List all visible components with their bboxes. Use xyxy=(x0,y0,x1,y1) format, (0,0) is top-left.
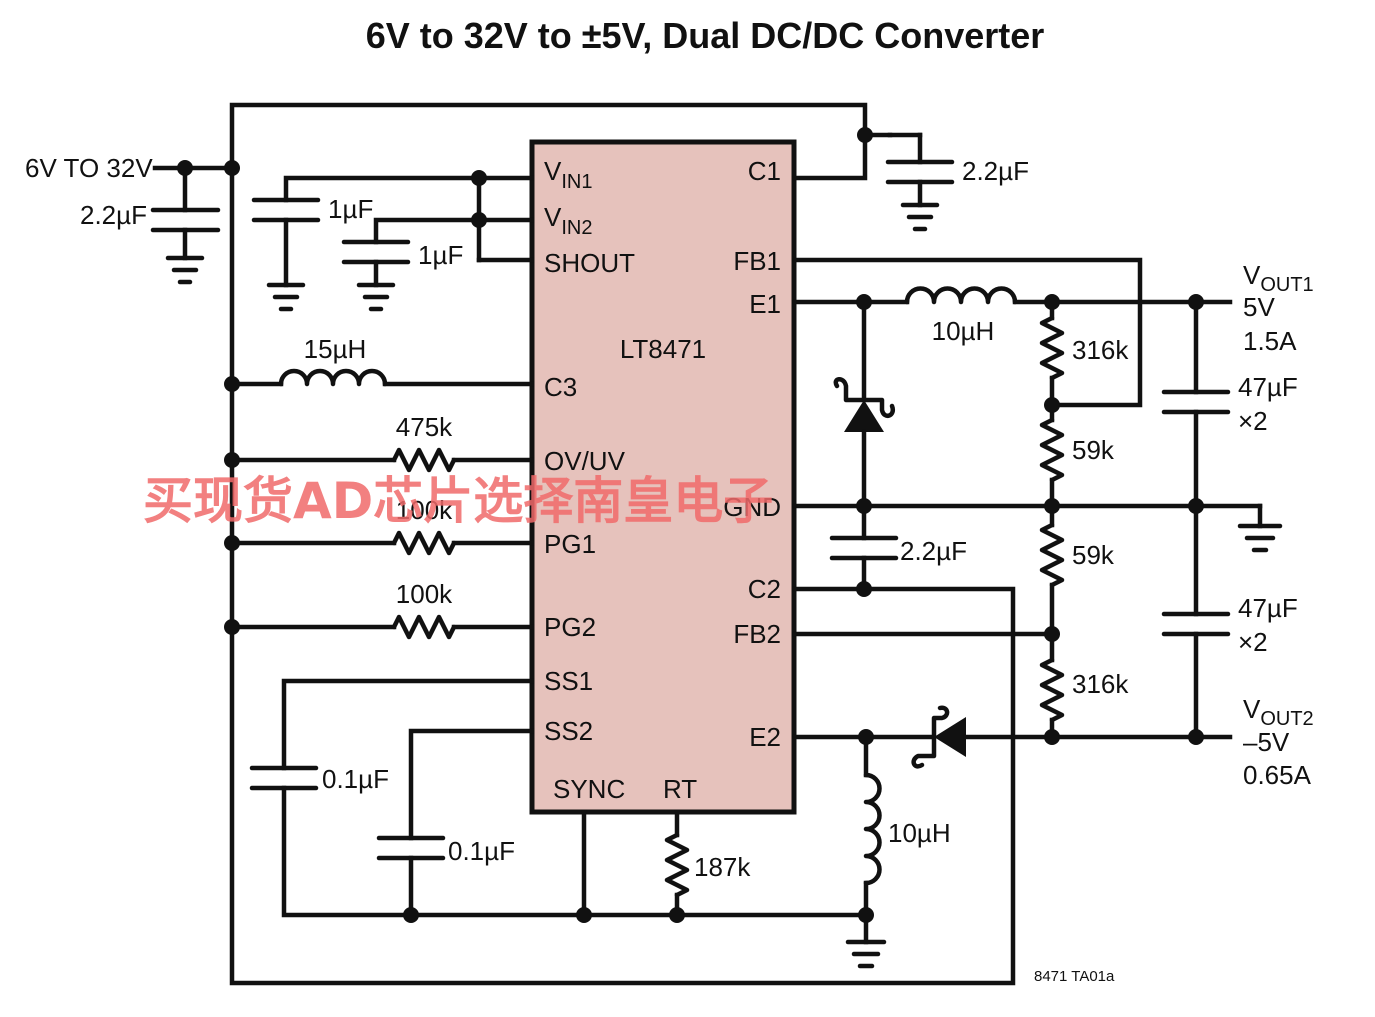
cap-out2 xyxy=(1161,611,1231,740)
watermark-text: 买现货AD芯片选择南皇电子 xyxy=(143,472,773,530)
cap-out1-label: 47µF xyxy=(1238,372,1298,402)
pin-sync: SYNC xyxy=(553,774,625,804)
diagram-title: 6V to 32V to ±5V, Dual DC/DC Converter xyxy=(366,15,1045,56)
pin-vin2: VIN2 xyxy=(544,202,592,239)
ground-icon xyxy=(356,282,396,312)
pin-ss2: SS2 xyxy=(544,716,593,746)
schottky-diode-icon xyxy=(911,705,966,769)
inductor-e1-label: 10µH xyxy=(932,316,995,346)
input-cap-label: 2.2µF xyxy=(80,200,147,230)
ground-icon xyxy=(266,282,306,312)
ground-icon xyxy=(900,202,940,232)
cap-vin1-label: 1µF xyxy=(328,194,373,224)
cap-out1-mult: ×2 xyxy=(1238,406,1268,436)
resistor-fb1-bot-label: 59k xyxy=(1072,435,1115,465)
resistor-fb2-bot xyxy=(1039,657,1065,740)
cap-c1 xyxy=(885,132,955,208)
pin-e1: E1 xyxy=(749,289,781,319)
pin-gnd: GND xyxy=(723,492,781,522)
pin-ovuv: OV/UV xyxy=(544,446,626,476)
cap-vin2 xyxy=(341,239,411,288)
resistor-fb2-top-label: 59k xyxy=(1072,540,1115,570)
inductor-c3 xyxy=(229,368,535,387)
vout2-name: VOUT2 xyxy=(1243,694,1314,730)
cap-out1 xyxy=(1161,299,1231,617)
ground-icon xyxy=(165,255,205,285)
ic-name: LT8471 xyxy=(620,334,706,364)
vout2-voltage: –5V xyxy=(1243,727,1290,757)
pin-c3: C3 xyxy=(544,372,577,402)
cap-ss2 xyxy=(376,728,535,918)
pin-shout: SHOUT xyxy=(544,248,635,278)
inductor-e1 xyxy=(904,286,1018,305)
resistor-pg1-label: 100k xyxy=(396,495,453,525)
pin-fb1: FB1 xyxy=(733,246,781,276)
cap-c1-label: 2.2µF xyxy=(962,156,1029,186)
pin-ss1: SS1 xyxy=(544,666,593,696)
vout1-voltage: 5V xyxy=(1243,292,1275,322)
schottky-diode-icon xyxy=(833,299,896,541)
resistor-pg1 xyxy=(229,530,535,556)
pin-e2: E2 xyxy=(749,722,781,752)
resistor-ovuv xyxy=(229,447,535,473)
resistor-fb1-top-label: 316k xyxy=(1072,335,1129,365)
pin-c1: C1 xyxy=(748,156,781,186)
cap-ss1-label: 0.1µF xyxy=(322,764,389,794)
ic-body xyxy=(529,139,797,815)
fb1-wire xyxy=(792,257,1143,408)
cap-vin2-label: 1µF xyxy=(418,240,463,270)
inductor-e2-label: 10µH xyxy=(888,818,951,848)
pin-rt: RT xyxy=(663,774,697,804)
cap-out2-mult: ×2 xyxy=(1238,627,1268,657)
resistor-rt xyxy=(664,809,690,918)
ground-icon xyxy=(845,939,887,969)
resistor-pg2-label: 100k xyxy=(396,579,453,609)
resistor-rt-label: 187k xyxy=(694,852,751,882)
pin-fb2: FB2 xyxy=(733,619,781,649)
input-voltage-label: 6V TO 32V xyxy=(25,153,153,183)
pin-pg2: PG2 xyxy=(544,612,596,642)
resistor-pg2 xyxy=(229,614,535,640)
vout2-current: 0.65A xyxy=(1243,760,1312,790)
cap-vin1 xyxy=(251,197,321,288)
cap-out2-label: 47µF xyxy=(1238,593,1298,623)
resistor-fb2-bot-label: 316k xyxy=(1072,669,1129,699)
vout1-name: VOUT1 xyxy=(1243,260,1314,296)
ground-icon xyxy=(1237,503,1283,553)
resistor-ovuv-label: 475k xyxy=(396,412,453,442)
resistor-fb2-top xyxy=(1039,522,1065,663)
pin-vin1: VIN1 xyxy=(544,156,592,193)
cap-ss2-label: 0.1µF xyxy=(448,836,515,866)
inductor-c3-label: 15µH xyxy=(304,334,367,364)
junction-dots xyxy=(177,127,1204,923)
figure-id: 8471 TA01a xyxy=(1034,968,1115,985)
input-capacitor xyxy=(150,207,221,261)
vout1-current: 1.5A xyxy=(1243,326,1297,356)
pin-pg1: PG1 xyxy=(544,529,596,559)
cap-c2-label: 2.2µF xyxy=(900,536,967,566)
pin-c2: C2 xyxy=(748,574,781,604)
